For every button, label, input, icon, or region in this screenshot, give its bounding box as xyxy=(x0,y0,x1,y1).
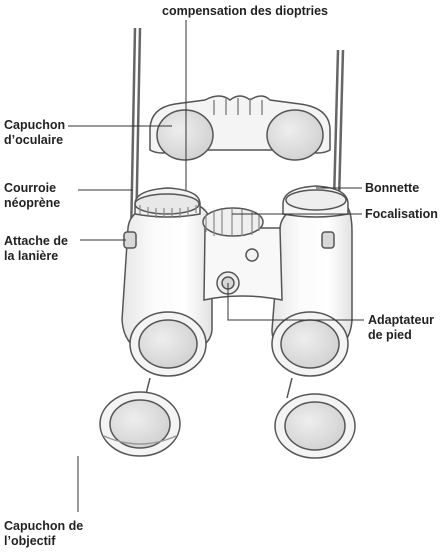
label-focus: Focalisation xyxy=(365,207,438,222)
label-neoprene-strap: Courroie néoprène xyxy=(4,181,60,211)
label-diopter-compensation: compensation des dioptries xyxy=(162,4,328,19)
label-eyecup: Bonnette xyxy=(365,181,419,196)
label-objective-cap: Capuchon de l’objectif xyxy=(4,519,83,549)
objective-cap xyxy=(100,378,355,458)
label-eyepiece-cap: Capuchon d’oculaire xyxy=(4,118,65,148)
label-tripod-adapter: Adaptateur de pied xyxy=(368,313,434,343)
label-strap-attachment: Attache de la lanière xyxy=(4,234,68,264)
eyepiece-cap xyxy=(150,96,330,160)
